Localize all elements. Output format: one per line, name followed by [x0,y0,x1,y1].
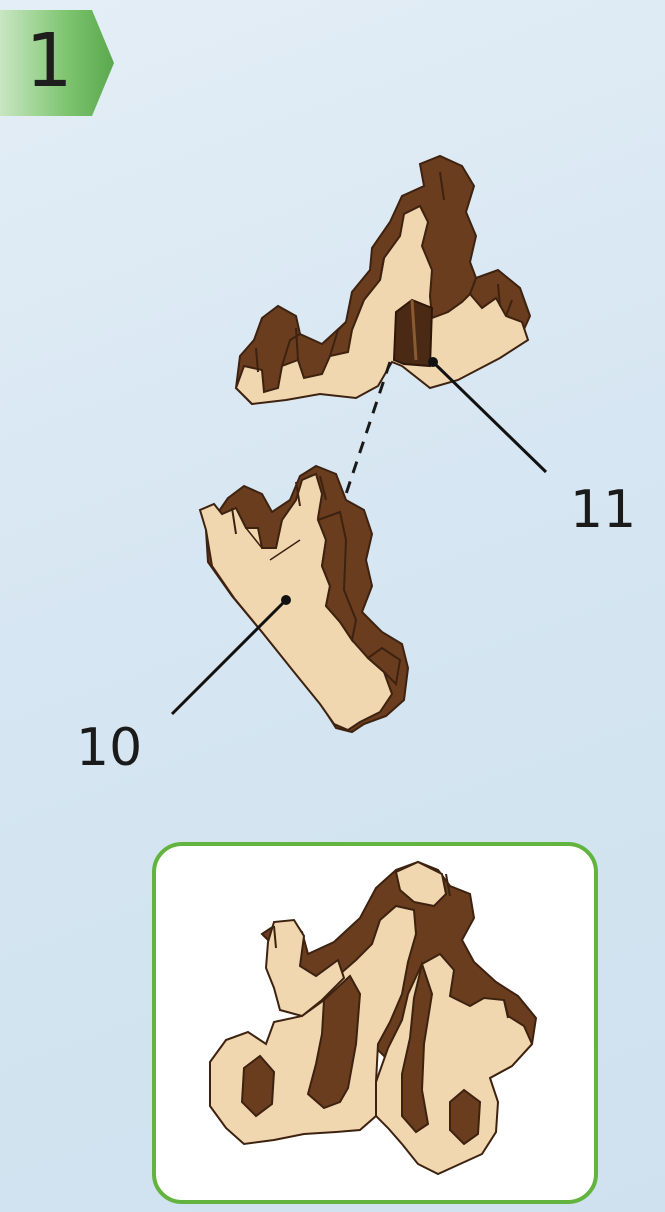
wooden-piece-11 [236,156,530,404]
assembled-piece [156,846,596,1202]
assembled-result-panel [152,842,598,1204]
callout-leader-10 [172,595,291,714]
wooden-piece-10 [200,466,408,732]
callout-leader-11 [428,357,546,472]
callout-label-11: 11 [570,484,636,536]
exploded-diagram [0,0,665,840]
callout-label-10: 10 [76,722,142,774]
